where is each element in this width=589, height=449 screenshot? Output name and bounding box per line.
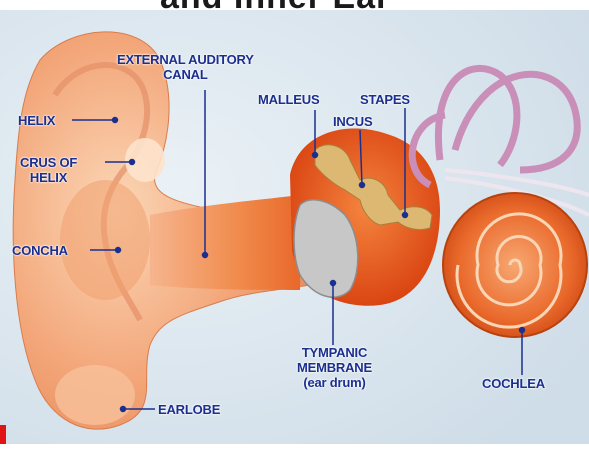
concha-bowl xyxy=(60,180,150,300)
label-tympanic-membrane: TYMPANIC MEMBRANE (ear drum) xyxy=(297,345,372,390)
cropped-title: and Inner Ear xyxy=(160,0,390,17)
label-external-auditory-canal: EXTERNAL AUDITORY CANAL xyxy=(117,52,254,82)
label-crus-of-helix: CRUS OF HELIX xyxy=(20,155,77,185)
label-earlobe: EARLOBE xyxy=(158,402,220,417)
earlobe-shape xyxy=(55,365,135,425)
label-concha: CONCHA xyxy=(12,243,68,258)
label-helix: HELIX xyxy=(18,113,55,128)
label-malleus: MALLEUS xyxy=(258,92,319,107)
label-stapes: STAPES xyxy=(360,92,410,107)
corner-marker xyxy=(0,425,6,444)
label-cochlea: COCHLEA xyxy=(482,376,545,391)
label-incus: INCUS xyxy=(333,114,372,129)
